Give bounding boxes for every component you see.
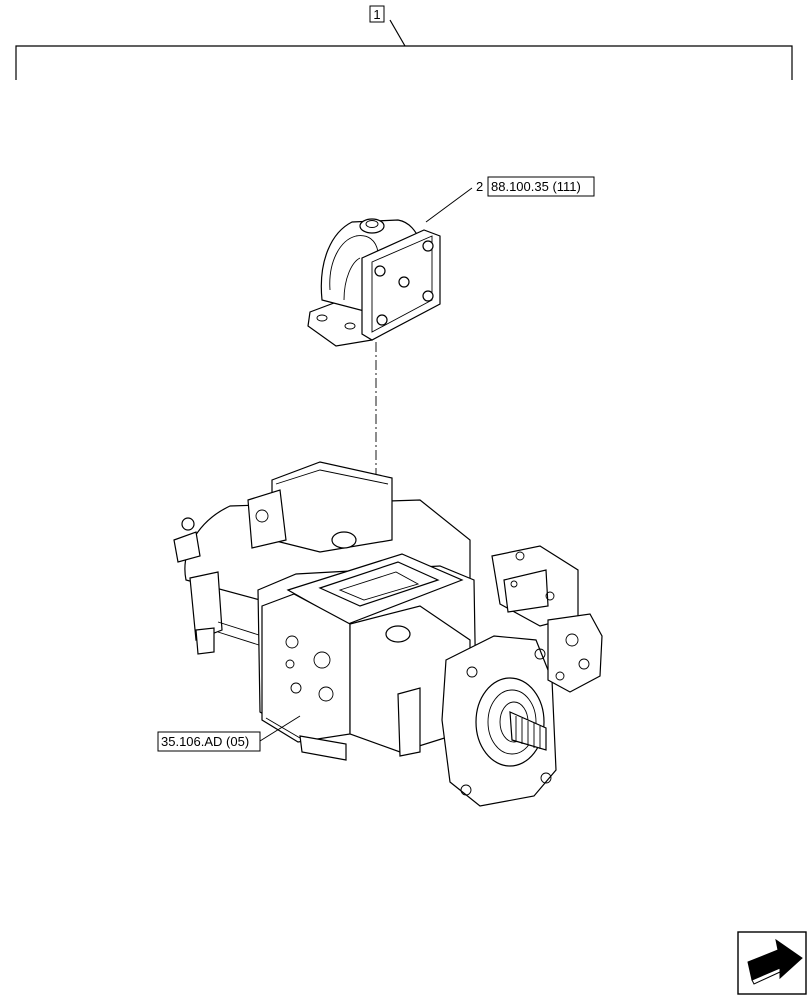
item-1-number: 1 [373,7,380,22]
pump-reference-callout[interactable]: 35.106.AD (05) [157,715,301,752]
item-2-reference: 88.100.35 (111) [491,179,581,194]
next-page-arrow-icon[interactable] [737,931,807,995]
cover-housing-part[interactable] [307,218,441,347]
hydraulic-pump-assembly[interactable] [173,461,603,807]
item-1-callout[interactable]: 1 [369,5,385,23]
item-2-number: 2 [476,179,483,194]
pump-reference: 35.106.AD (05) [161,734,249,749]
assembly-bracket [15,19,793,80]
item-2-callout[interactable]: 2 88.100.35 (111) [425,176,595,223]
